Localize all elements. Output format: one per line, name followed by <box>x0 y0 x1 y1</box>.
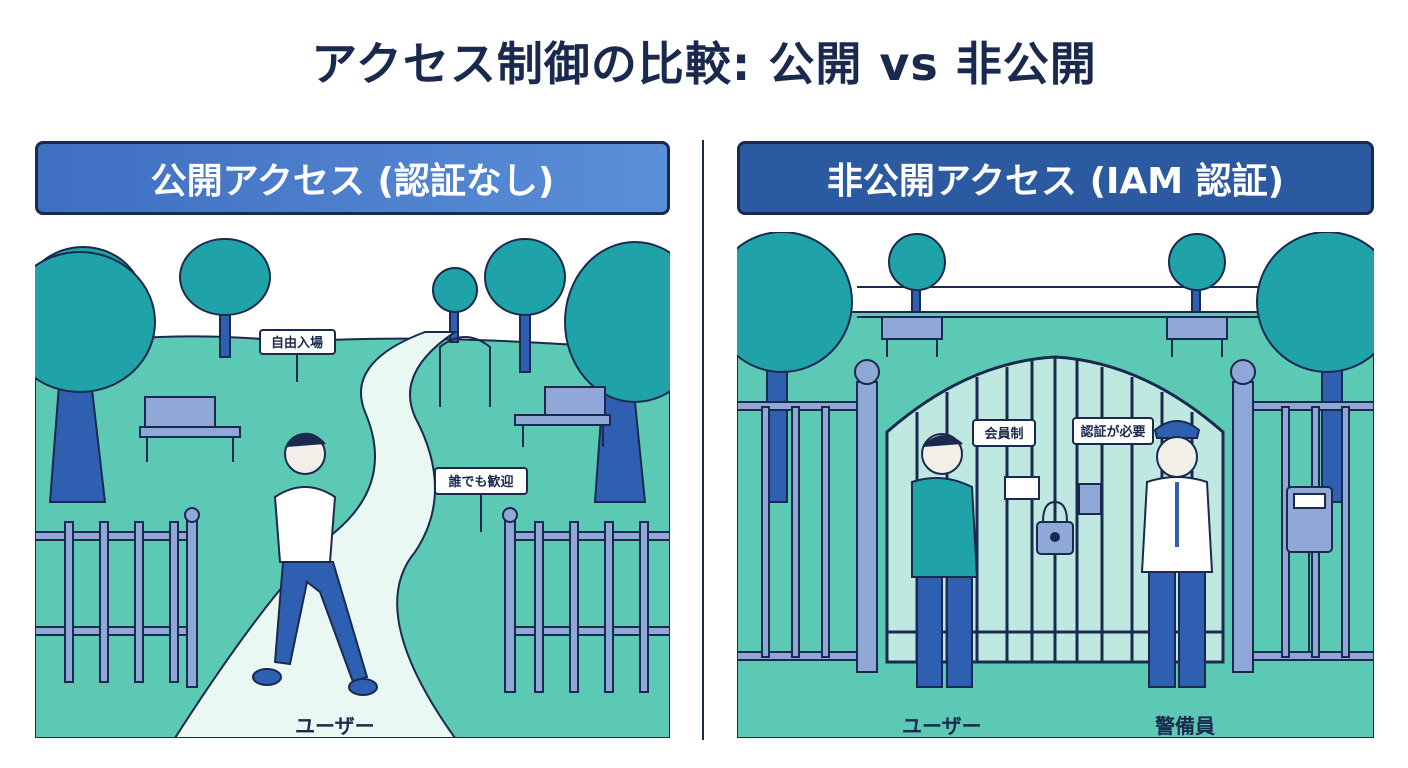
private-gate-scene: 会員制 認証が必要 ユーザー <box>737 232 1374 738</box>
public-access-banner: 公開アクセス (認証なし) <box>35 141 670 215</box>
bench-icon <box>881 316 943 357</box>
private-access-banner: 非公開アクセス (IAM 認証) <box>737 141 1374 215</box>
tree-icon <box>484 238 566 373</box>
bench-icon <box>139 396 241 462</box>
panel-divider <box>702 140 704 740</box>
user-with-id-card <box>911 433 1040 688</box>
members-only-sign-label: 会員制 <box>984 426 1023 442</box>
tree-icon <box>737 232 853 503</box>
fence-left <box>35 507 200 688</box>
tree-icon <box>179 238 271 358</box>
gate-pillars <box>854 359 1256 673</box>
members-only-sign <box>972 419 1036 447</box>
tree-icon <box>35 251 156 503</box>
public-access-banner-label: 公開アクセス (認証なし) <box>150 161 555 202</box>
guard-caption: 警備員 <box>1155 714 1215 738</box>
tree-icon <box>1168 233 1226 313</box>
security-guard <box>1078 420 1214 688</box>
tree-icon <box>564 241 670 503</box>
tree-icon <box>888 233 946 313</box>
tree-icon <box>432 267 478 343</box>
bench-icon <box>1166 316 1228 357</box>
left-user-caption: ユーザー <box>295 714 375 738</box>
tree-icon <box>1256 232 1374 503</box>
id-card-icon <box>1004 476 1040 500</box>
public-park-scene: 自由入場 誰でも歓迎 <box>35 232 670 738</box>
welcome-sign <box>434 467 528 532</box>
right-user-caption: ユーザー <box>902 714 982 738</box>
free-entry-sign-label: 自由入場 <box>271 335 323 351</box>
id-card-icon <box>1078 483 1102 515</box>
auth-required-sign <box>1072 417 1154 445</box>
free-entry-sign <box>259 329 336 382</box>
auth-required-sign-label: 認証が必要 <box>1080 424 1145 440</box>
arbor-icon <box>439 336 491 407</box>
bench-icon <box>514 386 611 447</box>
walking-user <box>252 432 378 696</box>
keypad-terminal-icon <box>1286 486 1333 652</box>
private-access-banner-label: 非公開アクセス (IAM 認証) <box>826 161 1285 202</box>
page-title: アクセス制御の比較: 公開 vs 非公開 <box>311 37 1097 91</box>
welcome-sign-label: 誰でも歓迎 <box>448 474 513 490</box>
fence-right <box>502 507 670 693</box>
padlock-icon <box>1036 500 1074 555</box>
